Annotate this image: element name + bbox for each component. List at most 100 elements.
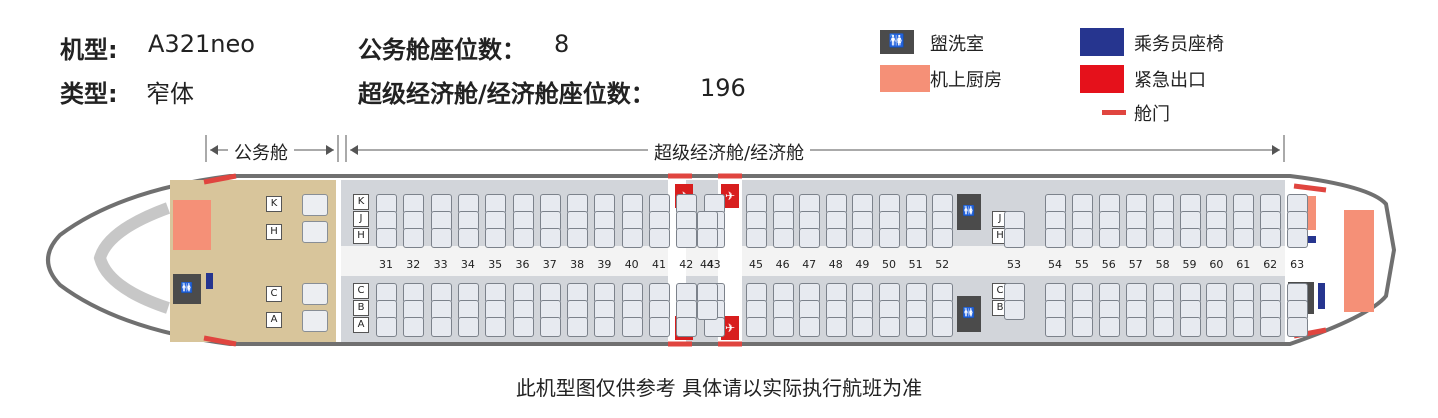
seat[interactable] [1287, 228, 1309, 248]
seat[interactable] [1287, 317, 1309, 337]
seat[interactable] [1071, 228, 1093, 248]
business-seat[interactable] [302, 310, 328, 332]
row-number: 33 [433, 258, 448, 271]
front-crew-seat [206, 273, 213, 289]
exit-sign-top-right: ✈ [721, 184, 739, 208]
seat-letter: C [266, 286, 282, 302]
seat[interactable] [676, 228, 698, 248]
seat[interactable] [697, 300, 718, 320]
row-number: 47 [802, 258, 817, 271]
seat[interactable] [1260, 228, 1282, 248]
seat[interactable] [1233, 228, 1255, 248]
seat[interactable] [649, 317, 670, 337]
seat[interactable] [932, 228, 954, 248]
row-number: 31 [379, 258, 393, 271]
seat[interactable] [1152, 228, 1174, 248]
seat[interactable] [403, 228, 425, 248]
row-number: 59 [1182, 258, 1197, 271]
seat[interactable] [697, 228, 718, 248]
galley-swatch [880, 65, 930, 92]
row-number: 46 [775, 258, 790, 271]
seat[interactable] [376, 317, 397, 337]
seat[interactable] [567, 228, 589, 248]
seat[interactable] [594, 317, 616, 337]
business-seat[interactable] [302, 221, 328, 243]
row-number: 58 [1155, 258, 1170, 271]
seat[interactable] [457, 317, 479, 337]
seat[interactable] [512, 317, 534, 337]
seat[interactable] [676, 317, 698, 337]
disclaimer-footer: 此机型图仅供参考 具体请以实际执行航班为准 [515, 376, 923, 400]
seat-letter: K [266, 196, 282, 212]
rear-galley-large [1344, 210, 1374, 312]
economy-section-label: 超级经济舱/经济舱 [648, 139, 811, 165]
seat[interactable] [1125, 317, 1147, 337]
seat[interactable] [772, 317, 794, 337]
row-number: 63 [1290, 258, 1305, 271]
seat-letter: A [266, 312, 282, 328]
seat[interactable] [1071, 317, 1093, 337]
seat[interactable] [852, 317, 874, 337]
seat[interactable] [567, 317, 589, 337]
legend-crew-label: 乘务员座椅 [1134, 34, 1224, 55]
seat[interactable] [1206, 317, 1228, 337]
row-number: 60 [1209, 258, 1224, 271]
seat[interactable] [746, 228, 767, 248]
seat[interactable] [799, 317, 821, 337]
row-number: 52 [935, 258, 950, 271]
business-seat[interactable] [302, 194, 328, 216]
seat[interactable] [539, 228, 561, 248]
seat[interactable] [594, 228, 616, 248]
seat[interactable] [430, 317, 452, 337]
seat[interactable] [825, 317, 847, 337]
row-number: 50 [882, 258, 896, 271]
seat[interactable] [703, 317, 725, 337]
seat[interactable] [905, 317, 927, 337]
seat[interactable] [1004, 300, 1025, 320]
seat[interactable] [430, 228, 452, 248]
row-number: 61 [1236, 258, 1251, 271]
mid-lavatory-bottom: 🚻 [957, 296, 981, 332]
seat[interactable] [457, 228, 479, 248]
seat[interactable] [512, 228, 534, 248]
seat[interactable] [376, 228, 397, 248]
seat[interactable] [621, 317, 643, 337]
row-number: 49 [855, 258, 870, 271]
economy-seat-count-value: 196 [700, 74, 746, 102]
seat[interactable] [485, 317, 507, 337]
seat[interactable] [825, 228, 847, 248]
seat[interactable] [932, 317, 954, 337]
seat[interactable] [485, 228, 507, 248]
business-seat-count-value: 8 [554, 30, 570, 58]
row-number: 45 [749, 258, 763, 271]
seat[interactable] [772, 228, 794, 248]
seat[interactable] [852, 228, 874, 248]
seat[interactable] [879, 228, 900, 248]
seat[interactable] [1206, 228, 1228, 248]
seat[interactable] [879, 317, 900, 337]
seat[interactable] [1004, 228, 1025, 248]
seat[interactable] [539, 317, 561, 337]
seat[interactable] [1125, 228, 1147, 248]
seat[interactable] [1179, 317, 1201, 337]
seat[interactable] [1045, 228, 1066, 248]
seat[interactable] [1098, 228, 1120, 248]
seat[interactable] [799, 228, 821, 248]
seat[interactable] [1098, 317, 1120, 337]
seat[interactable] [746, 317, 767, 337]
seat[interactable] [905, 228, 927, 248]
seat[interactable] [1152, 317, 1174, 337]
seat[interactable] [1179, 228, 1201, 248]
seat[interactable] [649, 228, 670, 248]
seat-letter: A [353, 317, 369, 333]
seat[interactable] [1045, 317, 1066, 337]
seat[interactable] [403, 317, 425, 337]
row-number: 38 [570, 258, 585, 271]
seat[interactable] [1233, 317, 1255, 337]
seat[interactable] [1260, 317, 1282, 337]
row-number: 37 [542, 258, 557, 271]
row-number: 42 [679, 258, 694, 271]
seat[interactable] [621, 228, 643, 248]
business-seat[interactable] [302, 283, 328, 305]
row-number: 40 [624, 258, 639, 271]
